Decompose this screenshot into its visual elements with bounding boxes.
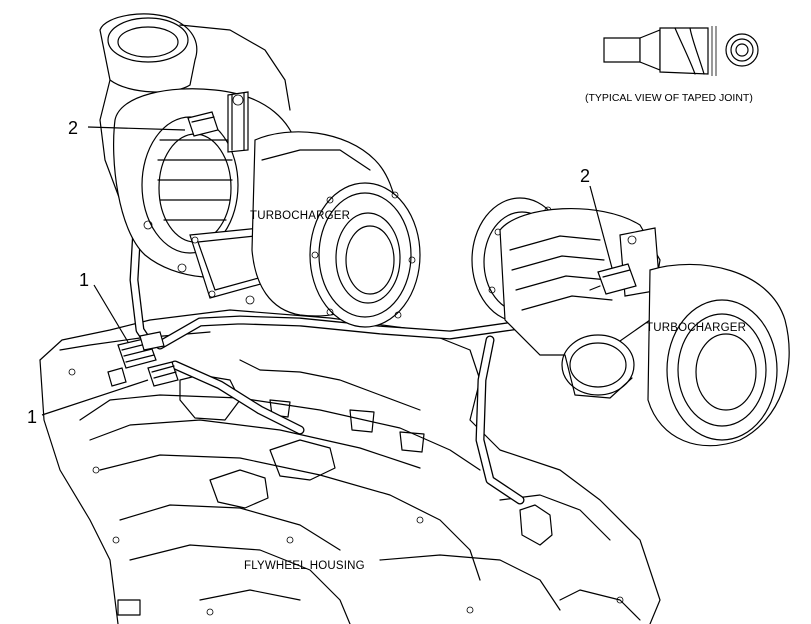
left-turbocharger-drawing (99, 13, 421, 328)
callout-1-lower: 1 (27, 407, 37, 427)
taped-joint-caption: (TYPICAL VIEW OF TAPED JOINT) (585, 92, 753, 104)
flywheel-housing-label: FLYWHEEL HOUSING (244, 560, 365, 572)
callout-1-upper: 1 (79, 270, 89, 290)
turbocharger-right-label: TURBOCHARGER (646, 322, 746, 334)
sensor-connectors-drawing (107, 331, 179, 387)
callout-2-left: 2 (68, 118, 78, 138)
right-turbocharger-drawing (471, 197, 790, 447)
taped-joint-illustration (603, 26, 759, 76)
turbocharger-left-label: TURBOCHARGER (250, 210, 350, 222)
callout-leader-lines (41, 126, 613, 416)
callout-2-right: 2 (580, 166, 590, 186)
